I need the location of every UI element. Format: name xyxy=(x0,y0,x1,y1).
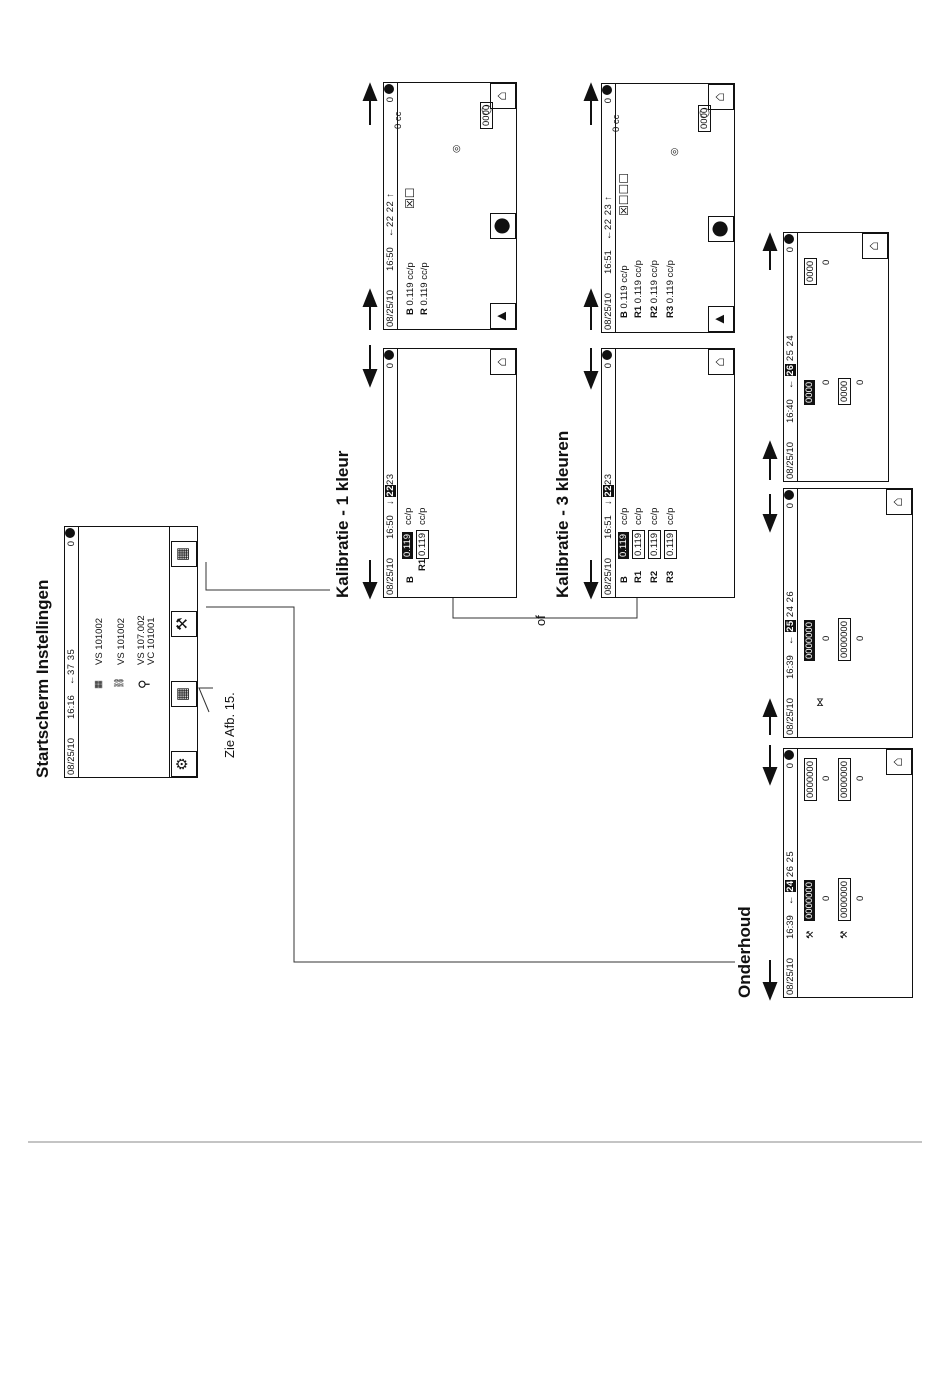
arrow-up-icon xyxy=(762,232,778,270)
leader-line xyxy=(198,687,213,713)
arrow-up-icon xyxy=(583,288,599,330)
arrow-down-icon xyxy=(583,560,599,600)
arrow-up-icon xyxy=(362,288,378,330)
arrow-down-icon xyxy=(362,345,378,388)
arrow-up-icon xyxy=(362,82,378,125)
connector-of xyxy=(452,598,638,619)
arrow-up-icon xyxy=(762,440,778,480)
arrow-down-icon xyxy=(762,494,778,533)
arrow-down-icon xyxy=(583,348,599,390)
arrow-up-icon xyxy=(762,698,778,735)
arrow-up-icon xyxy=(583,82,599,125)
arrow-down-icon xyxy=(762,745,778,786)
arrow-down-icon xyxy=(762,960,778,1001)
connector-maintenance xyxy=(206,606,735,963)
connector-calibration xyxy=(205,562,330,591)
arrow-down-icon xyxy=(362,560,378,600)
